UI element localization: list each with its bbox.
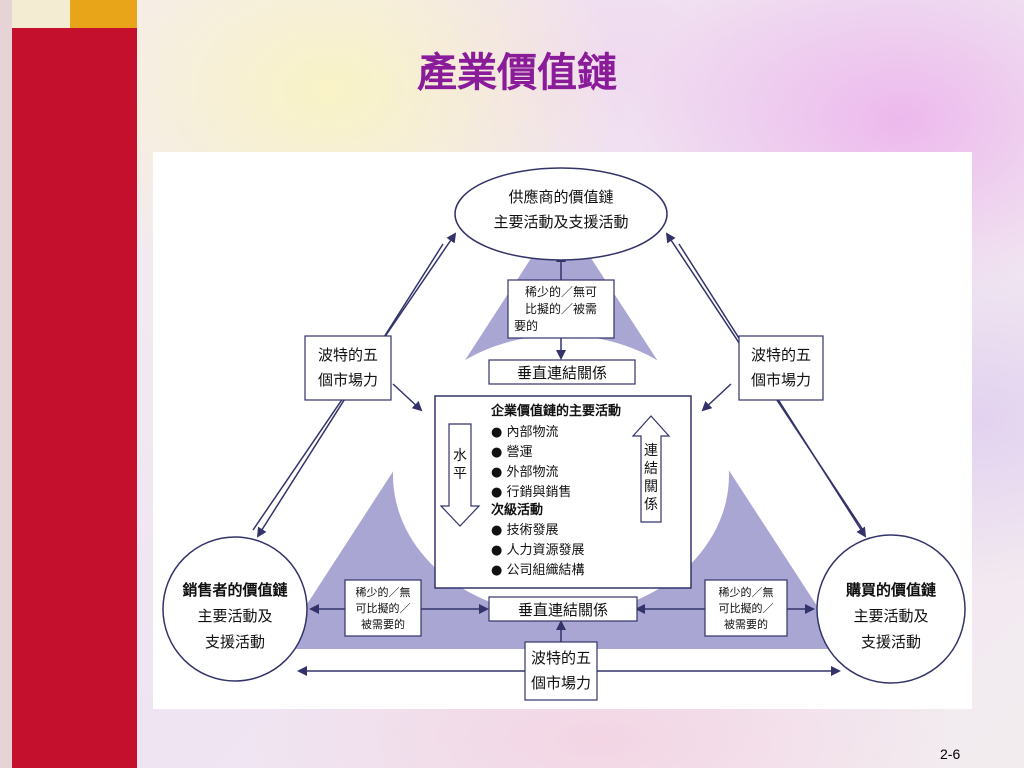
vertical-link-bottom-label: 垂直連結關係 [518,601,608,619]
corner-cream-block [12,0,70,28]
porter-left-line1: 波特的五 [318,346,378,364]
scarce-right-line3: 被需要的 [724,617,768,631]
link-relation-arrow: 連 結 關 係 [631,415,671,523]
support-item-1: ● 技術發展 [491,523,559,538]
buyer-node: 購買的價值鏈 主要活動及 支援活動 [816,534,966,684]
primary-item-1: ● 內部物流 [491,425,559,440]
link-relation-char-1: 連 [644,443,658,459]
value-chain-diagram: 供應商的價值鏈 主要活動及支援活動 銷售者的價值鏈 主要活動及 支援活動 購買的… [153,152,972,709]
buyer-label-3: 支援活動 [861,633,921,651]
porter-right-line1: 波特的五 [751,346,811,364]
scarce-top-line3: 要的 [514,318,538,333]
primary-item-4: ● 行銷與銷售 [491,484,572,500]
primary-item-3: ● 外部物流 [491,465,559,480]
slide-title: 產業價值鏈 [417,49,617,96]
scarce-left-line1: 稀少的／無 [356,585,411,599]
horizontal-char-1: 水 [453,448,467,464]
supplier-node: 供應商的價值鏈 主要活動及支援活動 [454,167,668,261]
seller-label-3: 支援活動 [205,633,265,651]
porter-left-line2: 個市場力 [318,371,378,389]
porter-bottom-line2: 個市場力 [531,674,591,692]
buyer-label-1: 購買的價值鏈 [845,581,937,599]
support-activities-heading: 次級活動 [491,502,543,518]
porter-bottom-line1: 波特的五 [531,649,591,667]
buyer-label-2: 主要活動及 [853,607,928,625]
seller-label-1: 銷售者的價值鏈 [182,581,288,599]
porter-box-left: 波特的五 個市場力 [304,335,392,401]
link-relation-char-2: 結 [644,461,658,477]
support-item-2: ● 人力資源發展 [491,543,585,558]
corner-yellow-block [70,0,137,28]
scarce-box-right: 稀少的／無 可比擬的／ 被需要的 [704,579,788,637]
porter-right-line2: 個市場力 [751,371,811,389]
support-item-3: ● 公司組織結構 [491,563,585,578]
arrow-right-porter-to-enterprise [701,383,732,412]
page-number: 2-6 [940,746,961,762]
link-relation-char-4: 係 [644,497,658,513]
seller-node: 銷售者的價值鏈 主要活動及 支援活動 [162,536,308,682]
porter-box-right: 波特的五 個市場力 [738,335,824,401]
scarce-right-line1: 稀少的／無 [719,585,774,599]
scarce-top-line1: 稀少的／無可 [525,284,597,299]
scarce-left-line2: 可比擬的／ [356,601,411,615]
scarce-box-top: 稀少的／無可 比擬的／被需 要的 [507,279,615,339]
vertical-link-box-top: 垂直連結關係 [488,359,636,385]
primary-item-2: ● 營運 [491,445,533,460]
scarce-left-line3: 被需要的 [361,617,405,631]
left-pale-stripe [0,0,12,768]
vertical-link-box-bottom: 垂直連結關係 [488,596,638,622]
scarce-top-line2: 比擬的／被需 [525,301,597,316]
scarce-box-left: 稀少的／無 可比擬的／ 被需要的 [344,579,422,637]
left-red-bar [0,0,137,768]
scarce-right-line2: 可比擬的／ [719,601,774,615]
horizontal-char-2: 平 [453,466,467,482]
vertical-link-top-label: 垂直連結關係 [517,364,607,382]
horizontal-arrow: 水 平 [439,423,481,527]
primary-activities-heading: 企業價值鏈的主要活動 [490,403,621,419]
link-relation-char-3: 關 [644,479,658,495]
supplier-label-2: 主要活動及支援活動 [493,213,628,231]
arrow-left-porter-to-enterprise [392,383,423,412]
supplier-label-1: 供應商的價值鏈 [508,188,613,206]
seller-label-2: 主要活動及 [197,607,272,625]
porter-box-bottom: 波特的五 個市場力 [524,641,598,701]
